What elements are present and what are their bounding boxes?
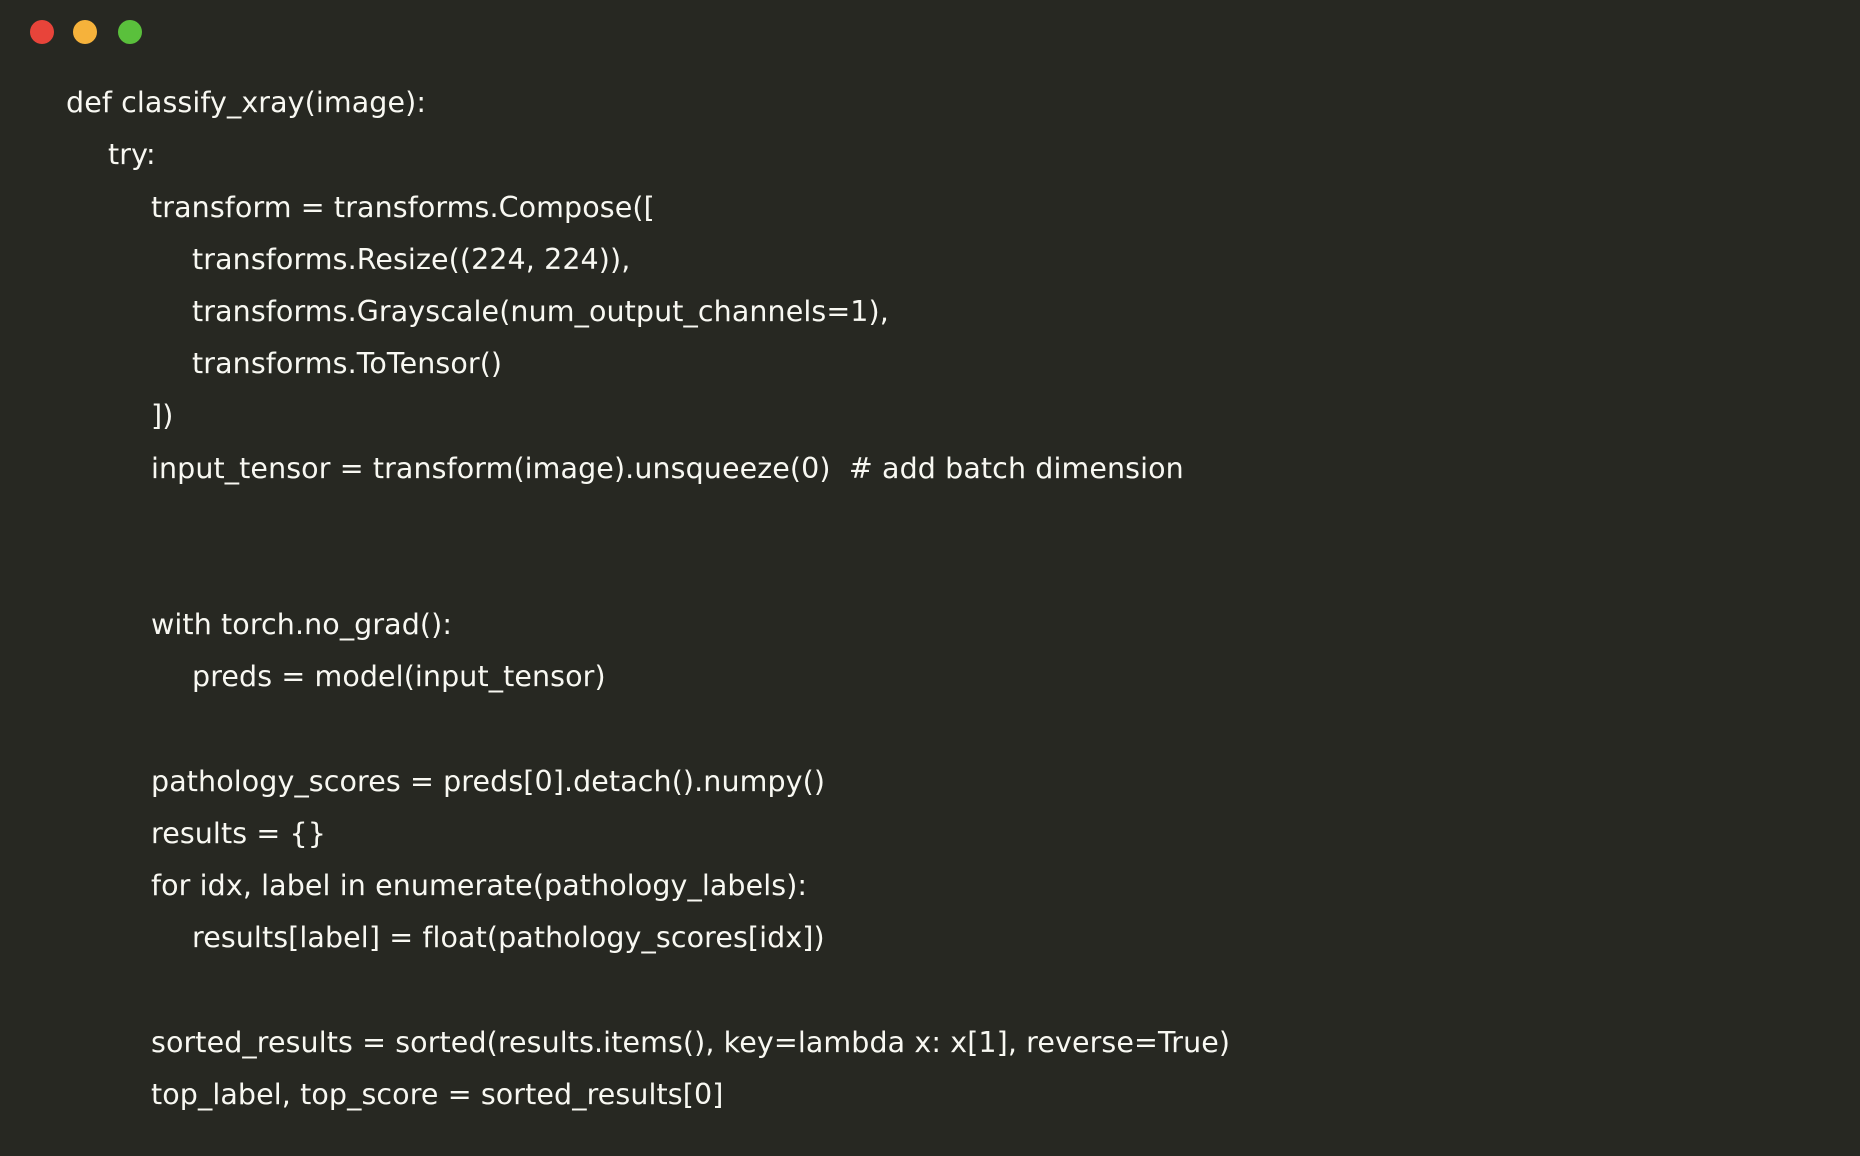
code-line: transforms.Resize((224, 224)), [192,243,631,276]
code-line: with torch.no_grad(): [151,608,453,641]
code-line: pathology_scores = preds[0].detach().num… [151,765,826,798]
code-line: transforms.ToTensor() [192,347,503,380]
code-line: results[label] = float(pathology_scores[… [192,921,825,954]
code-line: for idx, label in enumerate(pathology_la… [151,869,808,902]
code-line: transforms.Grayscale(num_output_channels… [192,295,889,328]
code-line: transform = transforms.Compose([ [151,191,655,224]
close-window-button[interactable] [30,20,54,44]
code-line: ]) [151,399,174,432]
maximize-window-button[interactable] [118,20,142,44]
code-line: sorted_results = sorted(results.items(),… [151,1026,1231,1059]
code-line: input_tensor = transform(image).unsqueez… [151,452,1184,485]
code-line: try: [108,138,156,171]
code-line: preds = model(input_tensor) [192,660,606,693]
window-controls [0,0,200,64]
minimize-window-button[interactable] [73,20,97,44]
code-line: results = {} [151,817,326,850]
code-line: top_label, top_score = sorted_results[0] [151,1078,724,1111]
code-line: def classify_xray(image): [66,86,427,119]
